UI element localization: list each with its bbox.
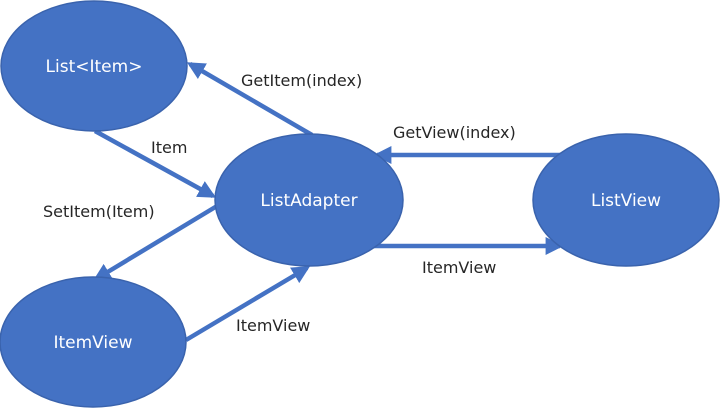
node-list-item: List<Item> — [0, 0, 188, 132]
node-label-item-view: ItemView — [53, 333, 132, 353]
arrow-setitem — [92, 204, 219, 281]
edge-label-getview: GetView(index) — [393, 123, 516, 142]
arrow-getitem — [186, 62, 314, 137]
edge-label-setitem: SetItem(Item) — [43, 202, 155, 221]
node-label-list-adapter: ListAdapter — [260, 191, 357, 211]
node-label-list-view: ListView — [591, 191, 661, 211]
node-item-view: ItemView — [0, 276, 187, 408]
node-list-view: ListView — [532, 133, 720, 267]
edge-label-getitem: GetItem(index) — [241, 71, 362, 90]
edge-label-itemview-adapter: ItemView — [236, 316, 310, 335]
arrow-item — [93, 129, 217, 198]
edge-label-item: Item — [151, 138, 187, 157]
node-label-list-item: List<Item> — [46, 57, 143, 77]
edge-label-itemview-listview: ItemView — [422, 258, 496, 277]
arrow-itemview-to-adapter — [184, 266, 311, 342]
node-list-adapter: ListAdapter — [214, 133, 404, 267]
